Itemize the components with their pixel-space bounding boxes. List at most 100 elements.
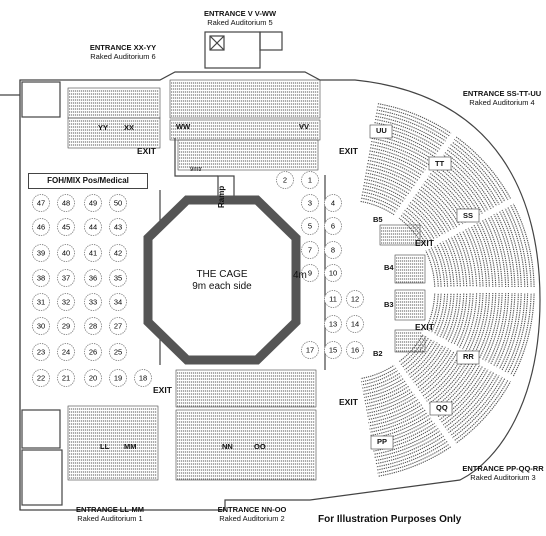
table-37[interactable]: 37 — [57, 269, 75, 287]
section-ww[interactable]: WW — [176, 122, 191, 131]
table-number: 37 — [62, 274, 70, 283]
table-5[interactable]: 5 — [301, 217, 319, 235]
table-6[interactable]: 6 — [324, 217, 342, 235]
table-50[interactable]: 50 — [109, 194, 127, 212]
section-vv[interactable]: VV — [299, 122, 310, 131]
table-19[interactable]: 19 — [109, 369, 127, 387]
table-12[interactable]: 12 — [346, 290, 364, 308]
table-8[interactable]: 8 — [324, 241, 342, 259]
section-ss[interactable]: SS — [463, 211, 474, 220]
table-41[interactable]: 41 — [84, 244, 102, 262]
table-11[interactable]: 11 — [324, 290, 342, 308]
table-circle — [57, 244, 75, 262]
table-4[interactable]: 4 — [324, 194, 342, 212]
table-42[interactable]: 42 — [109, 244, 127, 262]
table-44[interactable]: 44 — [84, 218, 102, 236]
section-b5[interactable]: B5 — [373, 215, 383, 224]
table-36[interactable]: 36 — [84, 269, 102, 287]
exit-bottom-left[interactable]: EXIT — [153, 385, 172, 395]
table-number: 25 — [114, 348, 122, 357]
table-number: 28 — [89, 322, 97, 331]
table-46[interactable]: 46 — [32, 218, 50, 236]
table-43[interactable]: 43 — [109, 218, 127, 236]
table-circle — [301, 171, 319, 189]
table-33[interactable]: 33 — [84, 293, 102, 311]
table-18[interactable]: 18 — [134, 369, 152, 387]
exit-top-right[interactable]: EXIT — [339, 146, 358, 156]
table-28[interactable]: 28 — [84, 317, 102, 335]
cage-octagon[interactable] — [143, 195, 301, 365]
table-number: 27 — [114, 322, 122, 331]
table-16[interactable]: 16 — [346, 341, 364, 359]
table-24[interactable]: 24 — [57, 343, 75, 361]
table-17[interactable]: 17 — [301, 341, 319, 359]
table-number: 30 — [37, 322, 45, 331]
table-number: 29 — [62, 322, 70, 331]
entrance-ppqq-title: ENTRANCE PP-QQ-RR — [462, 464, 544, 473]
entrance-llmm-title: ENTRANCE LL-MM — [76, 505, 144, 514]
table-34[interactable]: 34 — [109, 293, 127, 311]
section-xx[interactable]: XX — [124, 123, 135, 132]
table-40[interactable]: 40 — [57, 244, 75, 262]
entrance-sstuu-label: ENTRANCE SS-TT-UU Raked Auditorium 4 — [460, 89, 544, 107]
section-rr[interactable]: RR — [463, 352, 474, 361]
table-38[interactable]: 38 — [32, 269, 50, 287]
table-number: 32 — [62, 298, 70, 307]
section-b3[interactable]: B3 — [384, 300, 394, 309]
entrance-vww-title: ENTRANCE V V-WW — [203, 9, 277, 18]
table-47[interactable]: 47 — [32, 194, 50, 212]
table-14[interactable]: 14 — [346, 315, 364, 333]
table-45[interactable]: 45 — [57, 218, 75, 236]
section-pp[interactable]: PP — [377, 437, 388, 446]
ramp-label: Ramp — [217, 185, 226, 208]
table-10[interactable]: 10 — [324, 264, 342, 282]
section-mm[interactable]: MM — [124, 442, 137, 451]
exit-top-left[interactable]: EXIT — [137, 146, 156, 156]
exit-right-lower[interactable]: EXIT — [415, 322, 434, 332]
table-23[interactable]: 23 — [32, 343, 50, 361]
table-number: 45 — [62, 223, 70, 232]
table-48[interactable]: 48 — [57, 194, 75, 212]
table-number: 8 — [331, 246, 335, 255]
footer-note: For Illustration Purposes Only — [318, 514, 462, 525]
table-22[interactable]: 22 — [32, 369, 50, 387]
table-29[interactable]: 29 — [57, 317, 75, 335]
entrance-nnoo-label: ENTRANCE NN-OO Raked Auditorium 2 — [212, 505, 292, 523]
table-2[interactable]: 2 — [276, 171, 294, 189]
table-9[interactable]: 9 — [301, 264, 319, 282]
table-39[interactable]: 39 — [32, 244, 50, 262]
table-3[interactable]: 3 — [301, 194, 319, 212]
venue-walls — [0, 31, 541, 511]
table-1[interactable]: 1 — [301, 171, 319, 189]
table-27[interactable]: 27 — [109, 317, 127, 335]
section-nn[interactable]: NN — [222, 442, 233, 451]
section-b2[interactable]: B2 — [373, 349, 383, 358]
table-35[interactable]: 35 — [109, 269, 127, 287]
table-21[interactable]: 21 — [57, 369, 75, 387]
section-oo[interactable]: OO — [254, 442, 266, 451]
table-30[interactable]: 30 — [32, 317, 50, 335]
table-circle — [57, 343, 75, 361]
section-tt[interactable]: TT — [435, 159, 445, 168]
section-yy[interactable]: YY — [98, 123, 109, 132]
table-31[interactable]: 31 — [32, 293, 50, 311]
exit-right-upper[interactable]: EXIT — [415, 238, 434, 248]
table-20[interactable]: 20 — [84, 369, 102, 387]
section-ll[interactable]: LL — [100, 442, 110, 451]
table-26[interactable]: 26 — [84, 343, 102, 361]
table-25[interactable]: 25 — [109, 343, 127, 361]
seating-block-b2 — [394, 329, 426, 353]
table-7[interactable]: 7 — [301, 241, 319, 259]
table-number: 36 — [89, 274, 97, 283]
table-13[interactable]: 13 — [324, 315, 342, 333]
exit-bottom-right[interactable]: EXIT — [339, 397, 358, 407]
table-49[interactable]: 49 — [84, 194, 102, 212]
table-number: 42 — [114, 249, 122, 258]
section-b4[interactable]: B4 — [384, 263, 394, 272]
table-32[interactable]: 32 — [57, 293, 75, 311]
section-uu[interactable]: UU — [376, 126, 387, 135]
section-qq[interactable]: QQ — [436, 403, 448, 412]
foh-mix-box[interactable]: FOH/MIX Pos/Medical — [28, 173, 148, 189]
table-15[interactable]: 15 — [324, 341, 342, 359]
table-number: 24 — [62, 348, 70, 357]
